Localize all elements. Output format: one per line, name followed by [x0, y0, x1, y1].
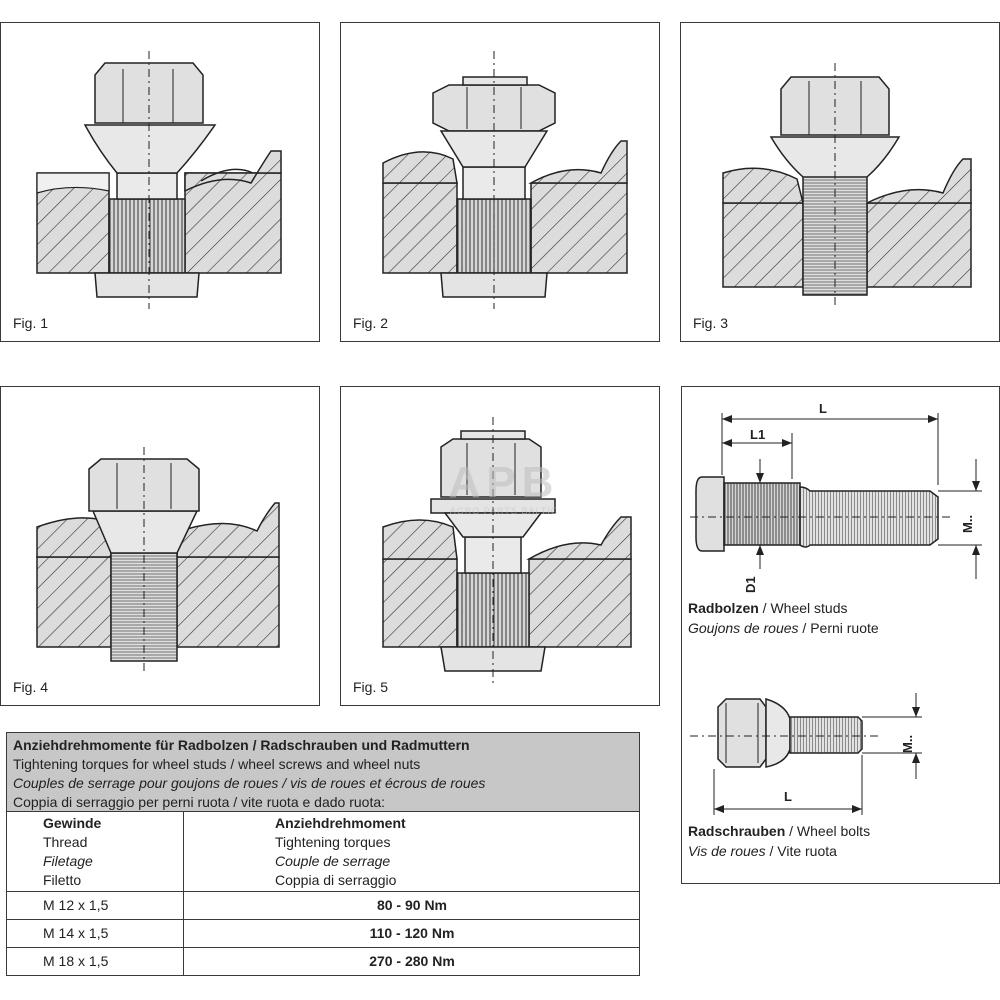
torque-cell: 110 - 120 Nm	[369, 925, 455, 941]
column-divider	[183, 812, 184, 975]
col2-it: Coppia di serraggio	[275, 872, 397, 888]
bolt-caption-en: / Wheel bolts	[785, 823, 871, 839]
fig1-drawing	[36, 51, 282, 309]
stud-caption: Radbolzen / Wheel studs Goujons de roues…	[688, 598, 879, 638]
torque-cell: 270 - 280 Nm	[369, 953, 455, 969]
dimensions-panel: L L1 D1 M.. Radbolzen / Wheel studs Gouj…	[681, 386, 1000, 884]
figure-label: Fig. 5	[353, 679, 389, 695]
bolt-dim-L: L	[784, 789, 792, 804]
thread-cell: M 12 x 1,5	[43, 897, 109, 913]
col1-de: Gewinde	[43, 815, 102, 831]
stud-caption-it: / Perni ruote	[798, 620, 879, 636]
column-header-torque: Anziehdrehmoment Tightening torques Coup…	[275, 814, 406, 890]
thread-cell: M 14 x 1,5	[43, 925, 109, 941]
torque-table: Anziehdrehmomente für Radbolzen / Radsch…	[6, 732, 640, 976]
bolt-caption-it: / Vite ruota	[765, 843, 837, 859]
stud-dim-D1: D1	[743, 576, 758, 593]
torque-cell: 80 - 90 Nm	[376, 897, 448, 913]
stud-caption-en: / Wheel studs	[758, 600, 848, 616]
table-row: M 18 x 1,5 270 - 280 Nm	[7, 948, 639, 976]
watermark-logo: APB	[448, 458, 560, 507]
stud-caption-fr: Goujons de roues	[688, 620, 799, 636]
watermark-text: AGRO PARTS BALTIC	[449, 506, 559, 516]
figure-label: Fig. 4	[13, 679, 49, 695]
fig3-drawing	[722, 63, 972, 309]
table-row: M 12 x 1,5 80 - 90 Nm	[7, 892, 639, 920]
title-de: Anziehdrehmomente für Radbolzen / Radsch…	[13, 737, 470, 753]
col1-it: Filetto	[43, 872, 82, 888]
figure-2: Fig. 2	[340, 22, 660, 342]
bolt-caption-fr: Vis de roues	[688, 843, 766, 859]
fig5-drawing	[382, 417, 632, 683]
column-header-thread: Gewinde Thread Filetage Filetto	[43, 814, 101, 890]
figure-label: Fig. 3	[693, 315, 729, 331]
bolt-dim-M: M..	[900, 735, 915, 753]
title-fr: Couples de serrage pour goujons de roues…	[13, 775, 486, 791]
figure-label: Fig. 2	[353, 315, 389, 331]
stud-dim-L: L	[819, 401, 827, 416]
stud-dimension-drawing: L L1 D1 M..	[690, 401, 982, 593]
col1-fr: Filetage	[43, 853, 93, 869]
figure-4: Fig. 4	[0, 386, 320, 706]
watermark: APB AGRO PARTS BALTIC	[434, 460, 574, 530]
fig4-drawing	[36, 447, 280, 673]
figure-5: Fig. 5	[340, 386, 660, 706]
table-row: M 14 x 1,5 110 - 120 Nm	[7, 920, 639, 948]
stud-caption-de: Radbolzen	[688, 600, 759, 616]
title-en: Tightening torques for wheel studs / whe…	[13, 756, 421, 772]
stud-dim-M: M..	[960, 515, 975, 533]
bolt-caption: Radschrauben / Wheel bolts Vis de roues …	[688, 821, 870, 861]
fig2-drawing	[382, 51, 628, 309]
col2-en: Tightening torques	[275, 834, 391, 850]
col2-fr: Couple de serrage	[275, 853, 391, 869]
figure-label: Fig. 1	[13, 315, 49, 331]
col2-de: Anziehdrehmoment	[275, 815, 406, 831]
stud-dim-L1: L1	[750, 427, 765, 442]
figure-1: Fig. 1	[0, 22, 320, 342]
col1-en: Thread	[43, 834, 88, 850]
bolt-dimension-drawing: L M..	[690, 693, 922, 815]
thread-cell: M 18 x 1,5	[43, 953, 109, 969]
bolt-caption-de: Radschrauben	[688, 823, 786, 839]
table-title: Anziehdrehmomente für Radbolzen / Radsch…	[7, 733, 639, 812]
figure-3: Fig. 3	[680, 22, 1000, 342]
column-header-row: Gewinde Thread Filetage Filetto Anziehdr…	[7, 812, 639, 892]
title-it: Coppia di serraggio per perni ruota / vi…	[13, 794, 386, 810]
